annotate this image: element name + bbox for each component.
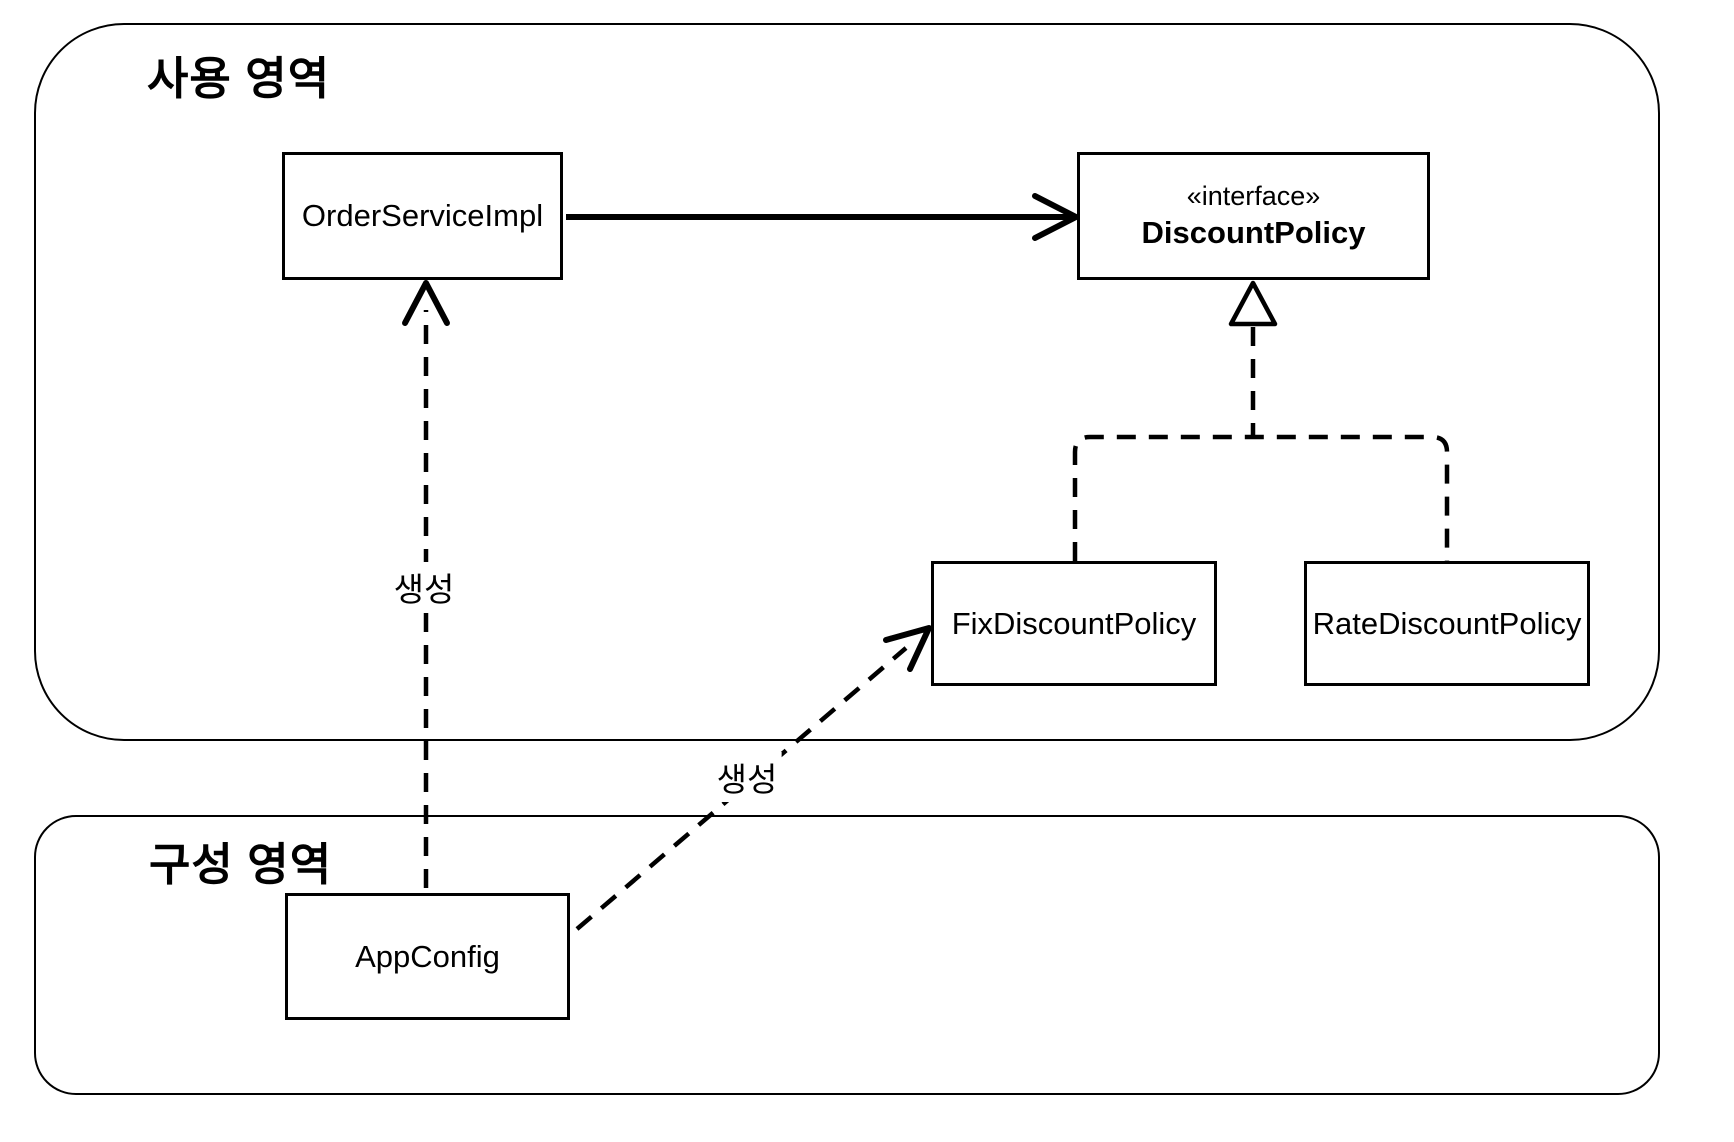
class-label: RateDiscountPolicy: [1312, 605, 1582, 641]
edge-label-create-fixdiscountpolicy: 생성: [712, 752, 782, 802]
class-label: FixDiscountPolicy: [951, 605, 1197, 641]
class-label: DiscountPolicy: [1141, 214, 1366, 250]
class-box-discount-policy: «interface» DiscountPolicy: [1077, 152, 1430, 280]
class-label: OrderServiceImpl: [301, 198, 544, 234]
edge-label-create-orderservice: 생성: [389, 562, 459, 612]
region-usage-label: 사용 영역: [147, 53, 331, 104]
class-box-app-config: AppConfig: [285, 893, 570, 1020]
region-config-label: 구성 영역: [149, 839, 333, 890]
class-box-rate-discount-policy: RateDiscountPolicy: [1304, 561, 1590, 686]
class-box-fix-discount-policy: FixDiscountPolicy: [931, 561, 1217, 686]
stereotype-label: «interface»: [1186, 180, 1321, 211]
class-box-order-service-impl: OrderServiceImpl: [282, 152, 563, 280]
class-label: AppConfig: [355, 938, 500, 974]
